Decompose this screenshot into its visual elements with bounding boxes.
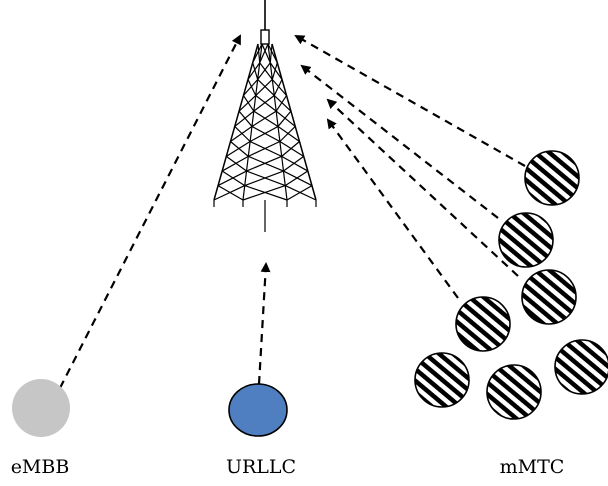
mmtc-device	[524, 150, 580, 206]
mmtc-label: mMTC	[499, 456, 565, 478]
mmtc-uplink-arrow-2	[300, 64, 499, 219]
mmtc-device	[455, 296, 511, 352]
mmtc-uplink-arrow-3	[326, 98, 519, 277]
base-station-tower	[213, 0, 317, 232]
mmtc-uplink-arrow-4	[326, 118, 459, 299]
urllc-label: URLLC	[225, 456, 297, 478]
mmtc-device	[498, 212, 554, 268]
mmtc-uplink-arrow-1	[294, 35, 526, 167]
embb-label: eMBB	[10, 456, 70, 478]
embb-uplink-arrow	[59, 34, 241, 389]
embb-device	[12, 379, 70, 437]
urllc-uplink-arrow	[257, 262, 271, 385]
mmtc-device-cluster	[414, 150, 608, 420]
mmtc-device	[414, 352, 470, 408]
mmtc-device	[521, 269, 577, 325]
urllc-device	[228, 383, 288, 437]
signal-arrows	[59, 34, 526, 389]
mmtc-device	[554, 339, 608, 395]
mmtc-device	[486, 364, 542, 420]
